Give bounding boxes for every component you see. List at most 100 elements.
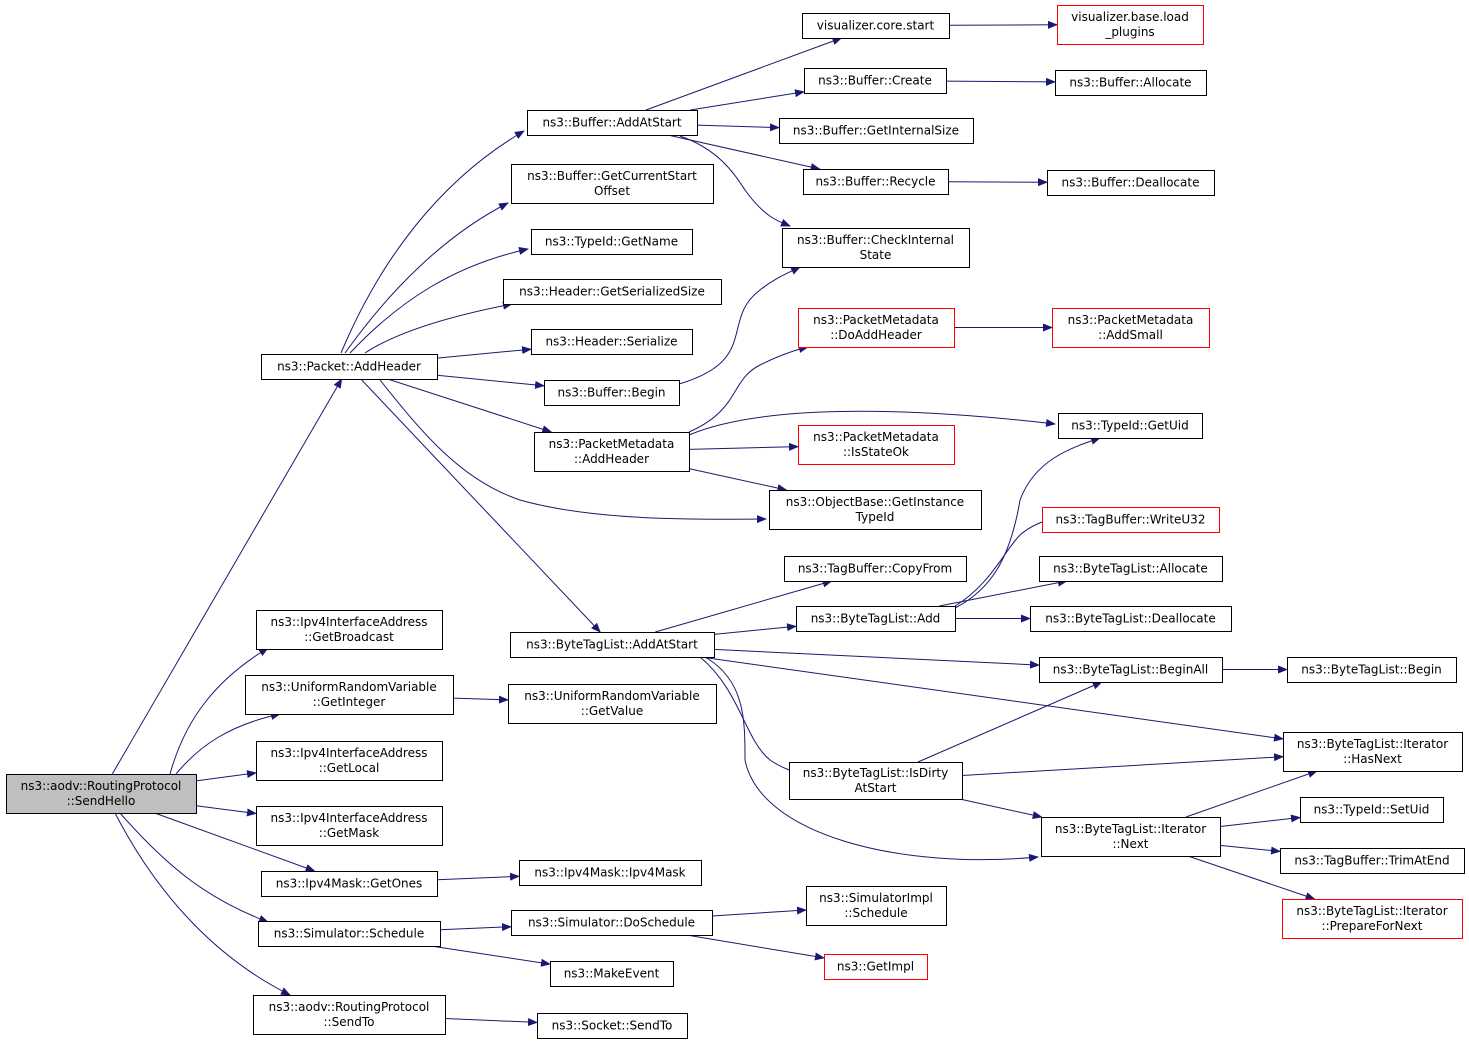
- node-label: ::SendHello: [67, 794, 136, 808]
- node-btl-begin[interactable]: ns3::ByteTagList::Begin: [1287, 657, 1457, 683]
- node-btl-add-at-start[interactable]: ns3::ByteTagList::AddAtStart: [510, 632, 715, 658]
- edge-line: [655, 579, 833, 633]
- node-btl-add[interactable]: ns3::ByteTagList::Add: [796, 606, 956, 632]
- edge-send-to-to-socket-send-to: [444, 1018, 538, 1027]
- node-buffer-recycle[interactable]: ns3::Buffer::Recycle: [803, 169, 949, 195]
- edge-line: [364, 301, 513, 354]
- node-buffer-get-internal-size[interactable]: ns3::Buffer::GetInternalSize: [779, 118, 974, 144]
- node-tagbuffer-write-u32[interactable]: ns3::TagBuffer::WriteU32: [1042, 507, 1220, 533]
- node-typeid-set-uid[interactable]: ns3::TypeId::SetUid: [1300, 797, 1444, 823]
- node-buffer-deallocate[interactable]: ns3::Buffer::Deallocate: [1047, 170, 1215, 196]
- node-label: _plugins: [1104, 25, 1154, 39]
- edge-line: [195, 770, 257, 782]
- node-btl-deallocate[interactable]: ns3::ByteTagList::Deallocate: [1030, 606, 1232, 632]
- node-label: ::SendTo: [324, 1015, 375, 1029]
- edge-line: [452, 695, 509, 704]
- node-label: ns3::TagBuffer::CopyFrom: [798, 562, 952, 576]
- edge-line: [169, 647, 269, 775]
- node-viz-base-load-plugins[interactable]: visualizer.base.load_plugins: [1057, 5, 1204, 45]
- node-label: ns3::Header::GetSerializedSize: [519, 285, 705, 299]
- node-buffer-add-at-start[interactable]: ns3::Buffer::AddAtStart: [527, 110, 698, 136]
- node-box: [1055, 70, 1207, 96]
- edge-line: [686, 934, 825, 961]
- node-label: ns3::Simulator::Schedule: [274, 927, 425, 941]
- node-label: ns3::ByteTagList::Allocate: [1053, 562, 1208, 576]
- node-get-impl[interactable]: ns3::GetImpl: [824, 954, 928, 980]
- node-label: ns3::Buffer::Allocate: [1069, 76, 1191, 90]
- edge-line: [444, 1018, 538, 1027]
- edge-line: [387, 378, 553, 434]
- node-buffer-allocate[interactable]: ns3::Buffer::Allocate: [1055, 70, 1207, 96]
- edge-btl-iter-next-to-btl-iter-prepare-for-next: [1187, 855, 1316, 900]
- node-pm-is-state-ok[interactable]: ns3::PacketMetadata::IsStateOk: [798, 425, 955, 465]
- node-get-ones[interactable]: ns3::Ipv4Mask::GetOnes: [261, 871, 438, 897]
- edge-line: [1219, 844, 1281, 855]
- node-tagbuffer-copy-from[interactable]: ns3::TagBuffer::CopyFrom: [784, 556, 967, 582]
- node-make-event[interactable]: ns3::MakeEvent: [550, 961, 674, 987]
- edge-sim-do-schedule-to-get-impl: [686, 934, 825, 961]
- node-btl-begin-all[interactable]: ns3::ByteTagList::BeginAll: [1039, 657, 1223, 683]
- edge-buffer-add-at-start-to-viz-core-start: [645, 37, 843, 111]
- node-label: AtStart: [854, 781, 896, 795]
- node-packet-add-header[interactable]: ns3::Packet::AddHeader: [261, 354, 438, 380]
- edge-line: [111, 378, 343, 775]
- edge-buffer-add-at-start-to-buffer-recycle: [667, 134, 821, 171]
- node-label: Offset: [594, 184, 630, 198]
- node-label: ::DoAddHeader: [830, 328, 922, 342]
- edge-sim-schedule-to-sim-do-schedule: [439, 923, 512, 932]
- edge-line: [1187, 855, 1316, 900]
- node-urv-get-value[interactable]: ns3::UniformRandomVariable::GetValue: [508, 684, 717, 724]
- node-sim-schedule[interactable]: ns3::Simulator::Schedule: [258, 921, 441, 947]
- node-typeid-get-uid[interactable]: ns3::TypeId::GetUid: [1058, 413, 1203, 439]
- node-label: ::GetBroadcast: [304, 630, 394, 644]
- node-get-broadcast[interactable]: ns3::Ipv4InterfaceAddress::GetBroadcast: [256, 610, 443, 650]
- node-socket-send-to[interactable]: ns3::Socket::SendTo: [537, 1013, 688, 1039]
- edge-pm-add-header-to-objectbase-get-instance-typeid: [688, 468, 788, 492]
- node-header-serialize[interactable]: ns3::Header::Serialize: [531, 329, 693, 355]
- edge-send-hello-to-packet-add-header: [111, 378, 343, 775]
- node-send-to[interactable]: ns3::aodv::RoutingProtocol::SendTo: [253, 995, 446, 1035]
- node-ipv4mask-ctor[interactable]: ns3::Ipv4Mask::Ipv4Mask: [519, 860, 702, 886]
- node-pm-add-header[interactable]: ns3::PacketMetadata::AddHeader: [534, 432, 690, 472]
- node-header-get-serialized-size[interactable]: ns3::Header::GetSerializedSize: [503, 279, 722, 305]
- node-label: visualizer.core.start: [817, 19, 935, 33]
- node-label: ::GetValue: [581, 704, 643, 718]
- node-btl-iter-has-next[interactable]: ns3::ByteTagList::Iterator::HasNext: [1283, 732, 1463, 772]
- node-buffer-create[interactable]: ns3::Buffer::Create: [804, 68, 947, 94]
- node-simimpl-schedule[interactable]: ns3::SimulatorImpl::Schedule: [806, 886, 947, 926]
- function-nodes: ns3::aodv::RoutingProtocol::SendHellons3…: [6, 5, 1465, 1039]
- edge-packet-add-header-to-get-current-start-offset: [344, 202, 509, 354]
- edge-btl-iter-next-to-btl-iter-has-next: [1185, 770, 1318, 818]
- node-buffer-begin[interactable]: ns3::Buffer::Begin: [544, 380, 680, 406]
- node-get-local[interactable]: ns3::Ipv4InterfaceAddress::GetLocal: [256, 741, 443, 781]
- edge-line: [154, 812, 316, 872]
- node-box: [531, 329, 693, 355]
- edge-btl-is-dirty-at-start-to-btl-iter-next: [959, 798, 1043, 819]
- node-sim-do-schedule[interactable]: ns3::Simulator::DoSchedule: [511, 910, 713, 936]
- node-box: [779, 118, 974, 144]
- node-label: ns3::Packet::AddHeader: [277, 360, 421, 374]
- node-label: ns3::PacketMetadata: [1068, 313, 1194, 327]
- node-pm-do-add-header[interactable]: ns3::PacketMetadata::DoAddHeader: [798, 308, 955, 348]
- node-box: [1058, 413, 1203, 439]
- node-btl-allocate[interactable]: ns3::ByteTagList::Allocate: [1039, 556, 1223, 582]
- edge-pm-add-header-to-pm-do-add-header: [688, 345, 809, 433]
- node-box: [510, 632, 715, 658]
- node-tagbuffer-trim-at-end[interactable]: ns3::TagBuffer::TrimAtEnd: [1280, 848, 1465, 874]
- node-get-mask[interactable]: ns3::Ipv4InterfaceAddress::GetMask: [256, 806, 443, 846]
- node-box: [1300, 797, 1444, 823]
- node-box: [806, 886, 947, 926]
- node-btl-iter-next[interactable]: ns3::ByteTagList::Iterator::Next: [1041, 817, 1221, 857]
- edge-line: [704, 656, 1039, 862]
- edge-sim-schedule-to-make-event: [430, 945, 551, 967]
- node-get-integer[interactable]: ns3::UniformRandomVariable::GetInteger: [245, 675, 454, 715]
- node-typeid-get-name[interactable]: ns3::TypeId::GetName: [531, 229, 693, 255]
- node-viz-core-start[interactable]: visualizer.core.start: [802, 13, 950, 39]
- node-pm-add-small[interactable]: ns3::PacketMetadata::AddSmall: [1052, 308, 1210, 348]
- node-box: [256, 806, 443, 846]
- node-btl-iter-prepare-for-next[interactable]: ns3::ByteTagList::Iterator::PrepareForNe…: [1282, 899, 1463, 939]
